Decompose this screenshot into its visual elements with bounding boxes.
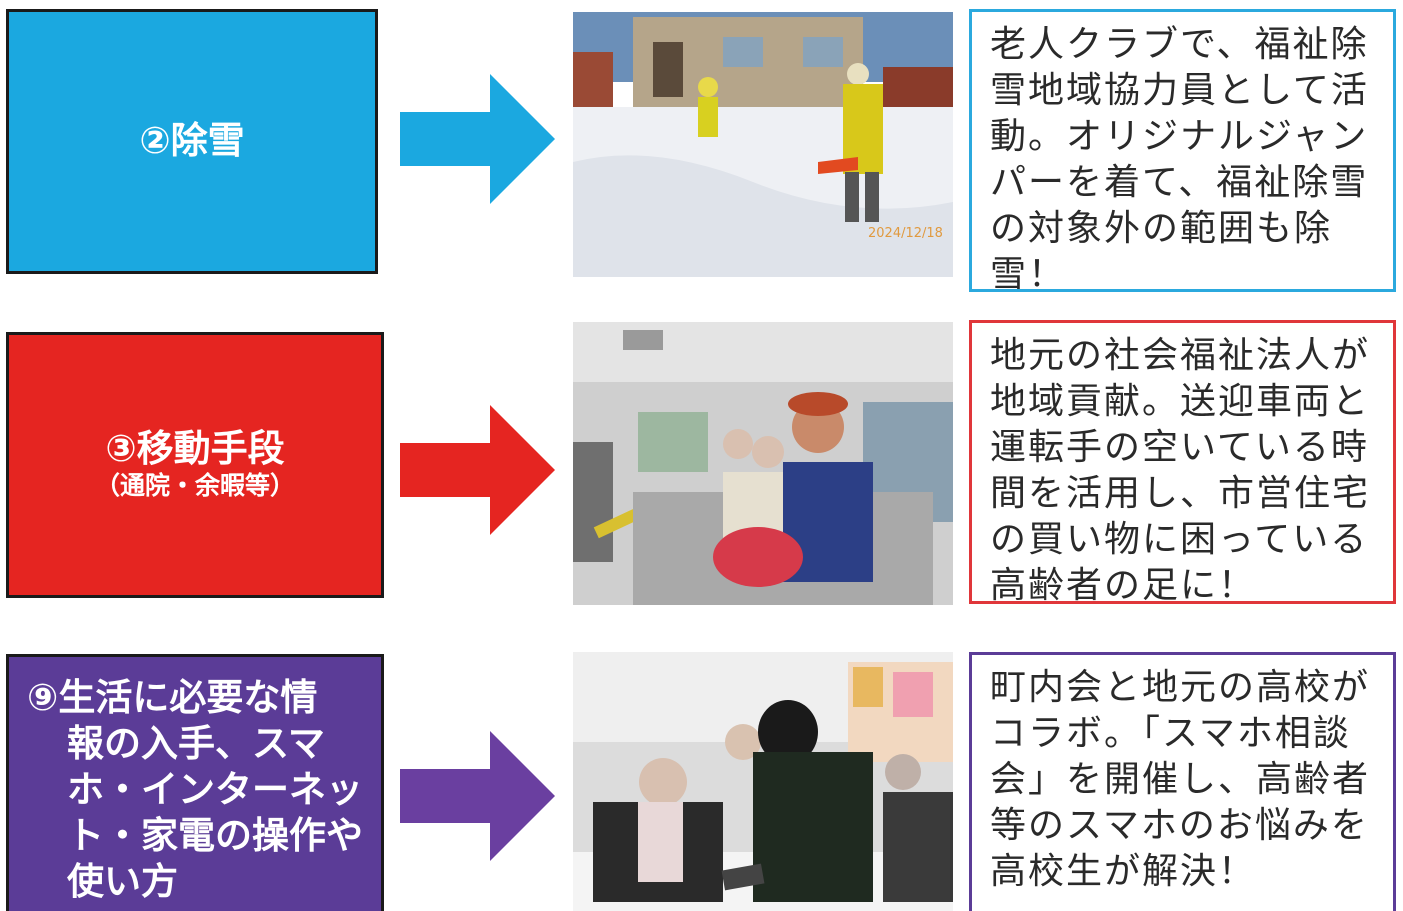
description-line: 等のスマホのお悩みを bbox=[990, 805, 1369, 846]
description-line: 会」を開催し、高齢者 bbox=[990, 759, 1371, 800]
description-line: 町内会と地元の高校が bbox=[990, 667, 1371, 708]
description-line: 動。オリジナルジャン bbox=[990, 116, 1369, 157]
photo-date-stamp: 2024/12/18 bbox=[868, 226, 943, 241]
category-label: ③移動手段 bbox=[105, 427, 285, 471]
category-sublabel: （通院・余暇等） bbox=[94, 470, 295, 500]
category-box-snow-removal: ②除雪 bbox=[6, 9, 378, 274]
category-box-information-access: ⑨生活に必要な情 報の入手、スマ ホ・インターネッ ト・家電の操作や 使い方 bbox=[6, 654, 384, 911]
description-line: 地元の社会福祉法人が bbox=[990, 335, 1371, 376]
category-label-line: ⑨生活に必要な情 bbox=[27, 676, 318, 719]
description-line: 間を活用し、市営住宅 bbox=[990, 473, 1371, 514]
description-line: 地域貢献。送迎車両と bbox=[990, 381, 1371, 422]
photo-snow-removal: 2024/12/18 bbox=[573, 12, 953, 277]
description-line: の買い物に困っている bbox=[990, 519, 1369, 560]
description-line: コラボ。「スマホ相談 bbox=[990, 713, 1351, 754]
right-arrow-icon bbox=[400, 731, 555, 861]
description-box-snow-removal: 老人クラブで、福祉除 雪地域協力員として活 動。オリジナルジャン パーを着て、福… bbox=[969, 9, 1396, 292]
category-box-transportation: ③移動手段 （通院・余暇等） bbox=[6, 332, 384, 598]
description-box-information-access: 町内会と地元の高校が コラボ。「スマホ相談 会」を開催し、高齢者 等のスマホのお… bbox=[969, 652, 1396, 911]
right-arrow-icon bbox=[400, 405, 555, 535]
photo-van-passengers bbox=[573, 322, 953, 605]
category-label-line: ト・家電の操作や bbox=[67, 814, 363, 857]
description-line: 老人クラブで、福祉除 bbox=[990, 24, 1369, 65]
category-label-line: 使い方 bbox=[67, 860, 178, 903]
description-line: 高校生が解決！ bbox=[990, 851, 1257, 892]
description-line: 高齢者の足に！ bbox=[990, 565, 1257, 604]
photo-smartphone-consultation bbox=[573, 652, 953, 911]
description-line: パーを着て、福祉除雪 bbox=[990, 162, 1369, 203]
description-line: 運転手の空いている時 bbox=[990, 427, 1369, 468]
description-line: 雪地域協力員として活 bbox=[990, 70, 1369, 111]
category-label-line: ホ・インターネッ bbox=[67, 768, 363, 811]
description-box-transportation: 地元の社会福祉法人が 地域貢献。送迎車両と 運転手の空いている時 間を活用し、市… bbox=[969, 320, 1396, 604]
description-line: 雪！ bbox=[990, 254, 1067, 292]
right-arrow-icon bbox=[400, 74, 555, 204]
category-label: ②除雪 bbox=[139, 119, 245, 163]
category-label-line: 報の入手、スマ bbox=[67, 722, 325, 765]
description-line: の対象外の範囲も除 bbox=[990, 208, 1333, 249]
